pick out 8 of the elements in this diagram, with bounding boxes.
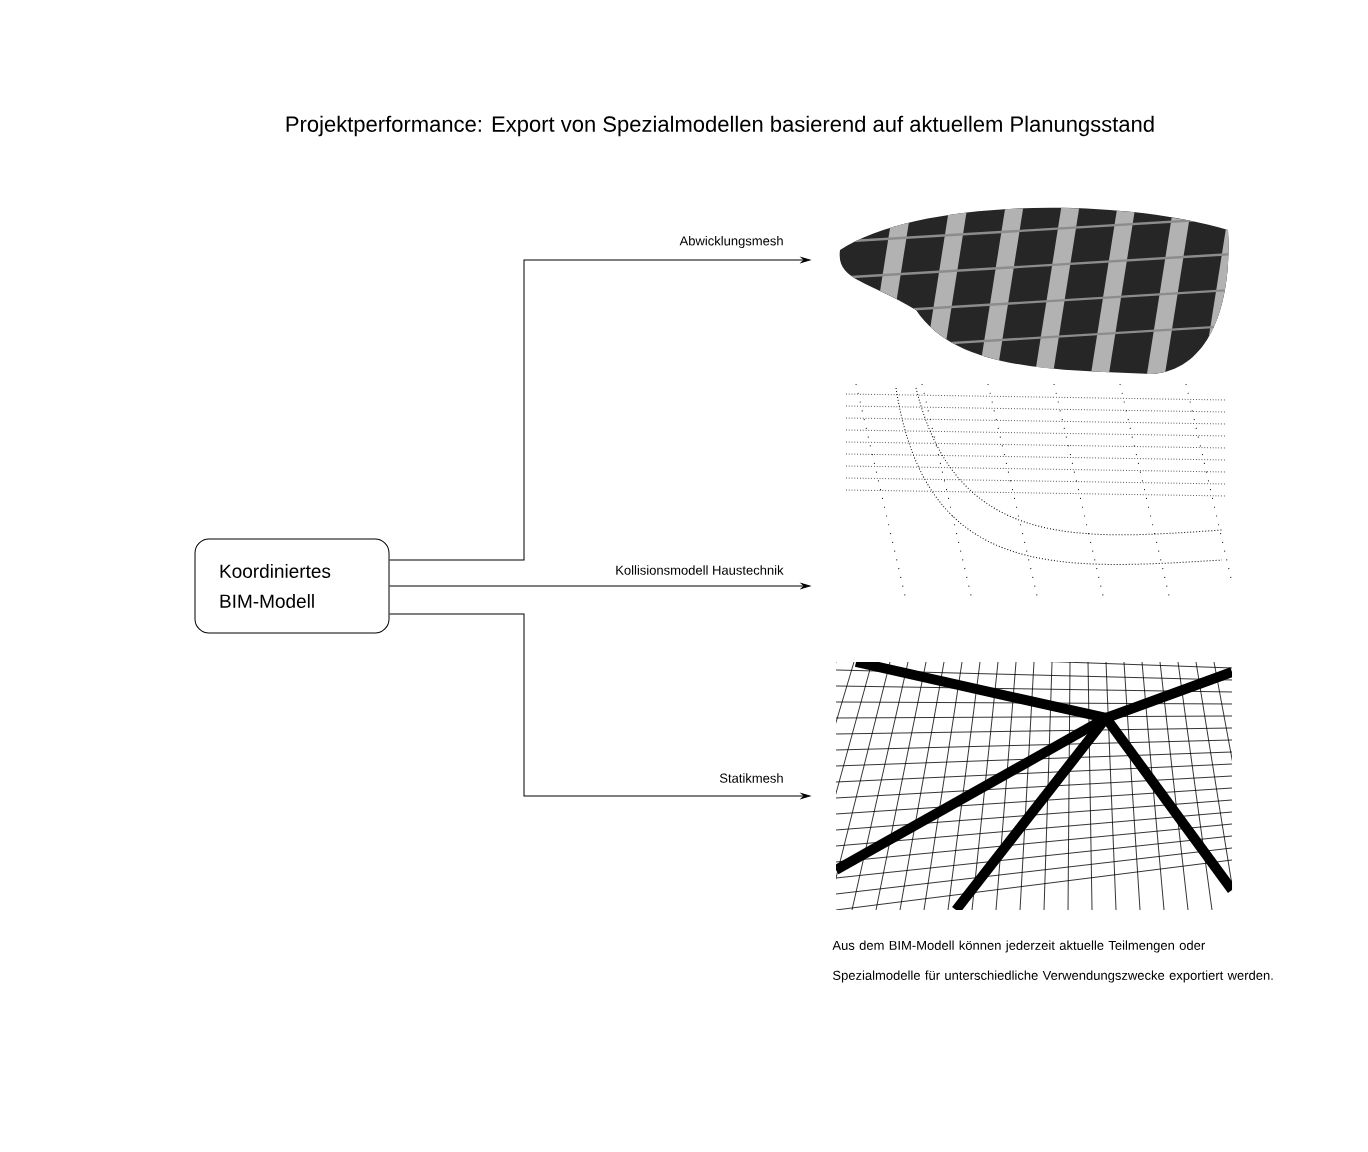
mesh-drawing <box>839 207 1229 374</box>
arrow <box>389 613 811 799</box>
model-box: Koordiniertes BIM-Modell <box>194 538 390 634</box>
arrow <box>389 583 811 589</box>
title: Projektperformance: Export von Spezialmodellen basierend auf aktuellem Planungsstand <box>286 115 1154 137</box>
mesh-drawing <box>836 662 1232 910</box>
mesh-drawing <box>845 383 1232 601</box>
arrow <box>389 257 811 561</box>
